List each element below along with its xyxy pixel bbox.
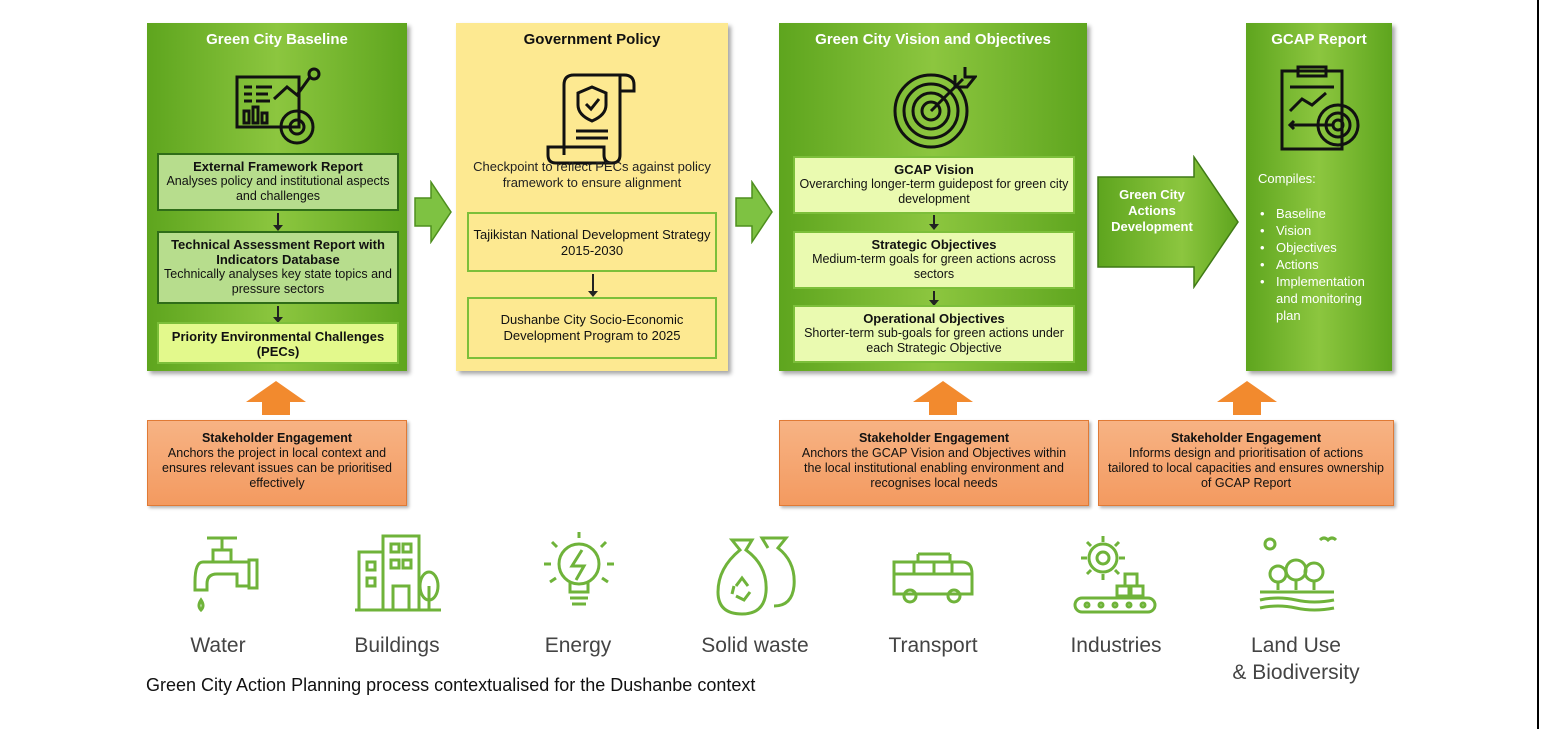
stakeholder-box-baseline: Stakeholder Engagement Anchors the proje… [147,420,407,506]
gcap-vision-text: Overarching longer-term guidepost for gr… [799,177,1069,206]
vision-panel: Green City Vision and Objectives GCAP Vi… [779,23,1087,371]
stakeholder-box-report: Stakeholder Engagement Informs design an… [1098,420,1394,506]
actions-development-label: Green City Actions Development [1111,187,1193,234]
sector-label-energy: Energy [544,634,612,657]
up-arrow-baseline [246,381,306,415]
industries-sector [1034,530,1194,620]
report-target-icon [1280,65,1360,151]
sector-label-industries: Industries [1070,634,1162,657]
stakeholder-box-vision: Stakeholder Engagement Anchors the GCAP … [779,420,1089,506]
sector-label-water: Water [190,634,246,657]
transport-sector [853,530,1013,620]
report-title: GCAP Report [1271,31,1367,48]
garbage-bags-icon [716,536,796,616]
policy-document-icon [546,73,636,165]
technical-assessment-box: Technical Assessment Report with Indicat… [157,231,399,304]
sector-label-buildings: Buildings [354,634,440,657]
strategic-objectives-text: Medium-term goals for green actions acro… [812,252,1056,281]
water-tap-icon [193,536,259,613]
gcap-vision-title: GCAP Vision [894,162,974,177]
buildings-sector [318,530,478,620]
stakeholder-text-1: Anchors the project in local context and… [162,446,392,490]
operational-objectives-text: Shorter-term sub-goals for green actions… [804,326,1064,355]
external-framework-box: External Framework Report Analyses polic… [157,153,399,211]
actions-development-arrow: Green City Actions Development [1096,155,1240,289]
national-strategy-text: Tajikistan National Development Strategy… [473,227,711,258]
sector-label-solid-waste: Solid waste [701,634,809,657]
report-compiles-list: Compiles: Baseline Vision Objectives Act… [1258,170,1386,324]
land-use-sector [1215,530,1375,620]
national-strategy-box: Tajikistan National Development Strategy… [467,212,717,272]
stakeholder-title-3: Stakeholder Engagement [1170,431,1322,445]
stakeholder-title-2: Stakeholder Engagement [858,431,1010,445]
strategic-objectives-title: Strategic Objectives [871,237,997,252]
baseline-title: Green City Baseline [206,31,348,48]
lightbulb-icon [544,532,614,606]
technical-assessment-text: Technically analyses key state topics an… [164,267,392,296]
baseline-connector-1 [273,213,283,231]
up-arrow-vision [913,381,973,415]
policy-panel: Government Policy Checkpoint to reflect … [456,23,728,371]
policy-title: Government Policy [523,31,661,48]
sector-label-transport: Transport [888,634,978,657]
vision-connector-2 [929,291,939,306]
figure-caption: Green City Action Planning process conte… [146,675,756,695]
vision-title: Green City Vision and Objectives [815,31,1051,48]
operational-objectives-box: Operational Objectives Shorter-term sub-… [793,305,1075,363]
report-item-implementation: Implementation and monitoring plan [1260,273,1386,324]
analytics-dashboard-icon [235,67,321,145]
up-arrow-report [1217,381,1277,415]
solid-waste-sector [675,530,835,620]
stakeholder-text-2: Anchors the GCAP Vision and Objectives w… [801,446,1067,490]
pecs-box: Priority Environmental Challenges (PECs) [157,322,399,364]
water-sector [138,530,298,620]
technical-assessment-title: Technical Assessment Report with Indicat… [171,237,385,267]
report-compiles-label: Compiles: [1258,171,1316,186]
buildings-icon [355,534,441,612]
flow-arrow-2 [735,180,773,244]
report-item-actions: Actions [1260,256,1386,273]
bus-icon [892,552,974,604]
city-program-box: Dushanbe City Socio-Economic Development… [467,297,717,359]
strategic-objectives-box: Strategic Objectives Medium-term goals f… [793,231,1075,289]
operational-objectives-title: Operational Objectives [863,311,1005,326]
landscape-trees-icon [1259,536,1338,612]
external-framework-text: Analyses policy and institutional aspect… [166,174,390,203]
stakeholder-title-1: Stakeholder Engagement [201,431,353,445]
flow-arrow-1 [414,180,452,244]
gcap-vision-box: GCAP Vision Overarching longer-term guid… [793,156,1075,214]
report-item-objectives: Objectives [1260,239,1386,256]
vision-connector-1 [929,215,939,230]
report-item-vision: Vision [1260,222,1386,239]
policy-connector [588,274,598,297]
stakeholder-text-3: Informs design and prioritisation of act… [1108,446,1384,490]
baseline-panel: Green City Baseline External Framework R… [147,23,407,371]
report-item-baseline: Baseline [1260,205,1386,222]
gear-conveyor-icon [1073,536,1157,614]
pecs-title: Priority Environmental Challenges (PECs) [171,329,385,359]
external-framework-title: External Framework Report [193,159,363,174]
baseline-connector-2 [273,306,283,323]
city-program-text: Dushanbe City Socio-Economic Development… [500,312,684,343]
energy-sector [499,530,659,620]
policy-checkpoint-text: Checkpoint to reflect PECs against polic… [473,159,711,190]
sector-label-land-use: Land Use & Biodiversity [1232,634,1360,684]
target-icon [893,67,977,149]
page-edge-line [1537,0,1539,729]
